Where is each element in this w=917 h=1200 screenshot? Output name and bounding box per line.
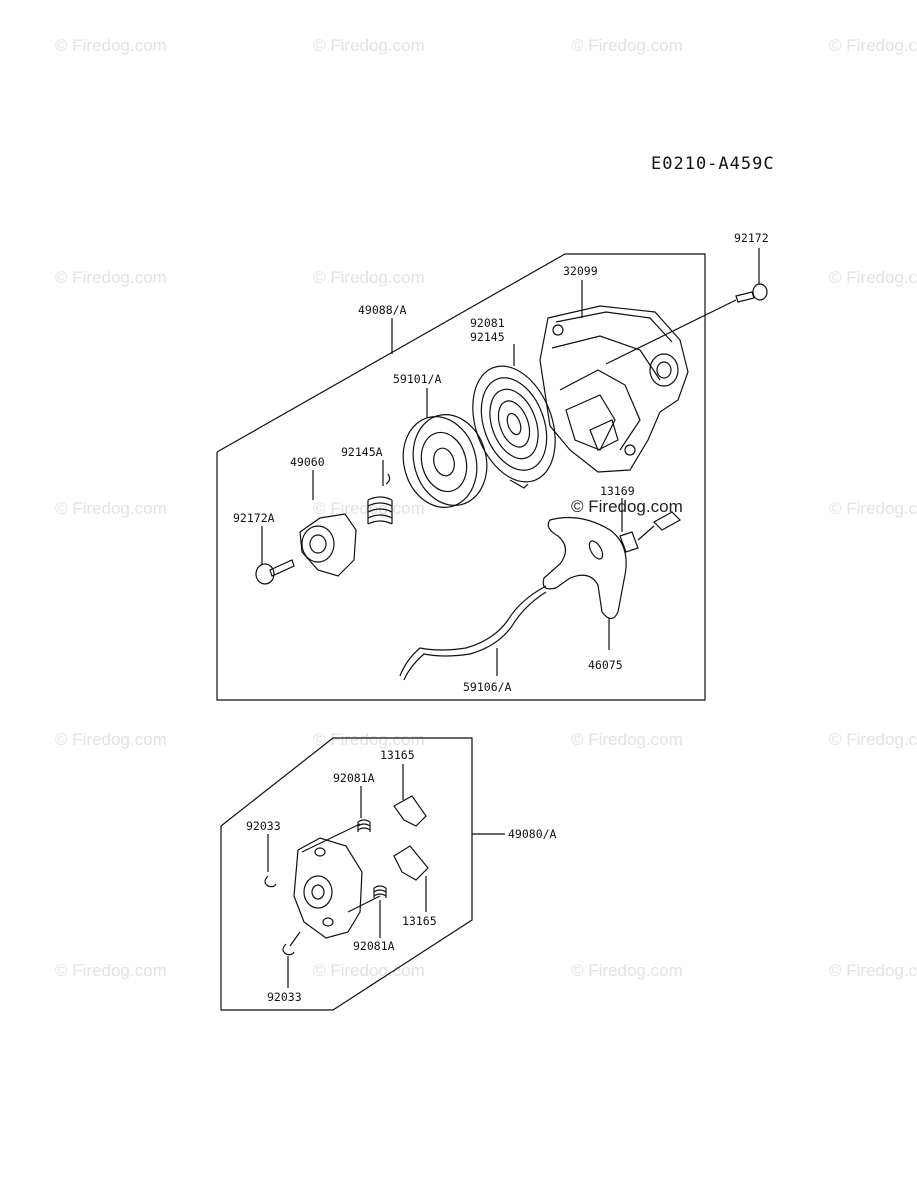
- label-59101a: 59101/A: [393, 372, 442, 386]
- watermark-text: © Firedog.com: [571, 730, 683, 749]
- pawl-13165-right: [393, 845, 429, 912]
- watermark-text: © Firedog.com: [55, 499, 167, 518]
- watermark-text: © Firedog.com: [55, 961, 167, 980]
- label-92081a-bottom: 92081A: [353, 939, 395, 953]
- watermark-text: © Firedog.com: [313, 730, 425, 749]
- label-92145a: 92145A: [341, 445, 383, 459]
- watermark-text: © Firedog.com: [55, 36, 167, 55]
- starter-handle: [542, 516, 627, 650]
- bolt-92172: [605, 248, 768, 365]
- label-49060: 49060: [290, 455, 325, 469]
- label-92033-left: 92033: [246, 819, 281, 833]
- clip-92033-bottom: [282, 943, 295, 988]
- upper-assembly-frame: [216, 253, 706, 701]
- diagram-code: E0210-A459C: [651, 154, 775, 174]
- watermark-text: © Firedog.com: [829, 730, 917, 749]
- watermark-text: © Firedog.com: [829, 499, 917, 518]
- label-13165-top: 13165: [380, 748, 415, 762]
- spring-92081a-bottom: [373, 885, 387, 938]
- watermark-text: © Firedog.com: [313, 499, 425, 518]
- label-92081a-top: 92081A: [333, 771, 375, 785]
- watermark-text: © Firedog.com: [829, 961, 917, 980]
- ratchet-pawl-49060: [299, 470, 357, 577]
- label-49080a: 49080/A: [508, 827, 557, 841]
- watermark-text: © Firedog.com: [829, 268, 917, 287]
- label-49088a: 49088/A: [358, 303, 407, 317]
- watermark-text: © Firedog.com: [55, 268, 167, 287]
- clip-92033-left: [264, 834, 277, 888]
- lower-assembly-frame: [220, 737, 473, 1011]
- starter-rope: [399, 585, 547, 681]
- rope-guide-13169: [619, 498, 681, 553]
- spring-92081a-top: [357, 786, 371, 832]
- pawl-13165-top: [393, 764, 427, 827]
- rewind-spring: [472, 344, 556, 489]
- label-92145: 92145: [470, 330, 505, 344]
- label-92081: 92081: [470, 316, 505, 330]
- label-13165-right: 13165: [402, 914, 437, 928]
- label-32099: 32099: [563, 264, 598, 278]
- label-92033-bottom: 92033: [267, 990, 302, 1004]
- pawl-carrier-49080: [289, 823, 381, 947]
- label-13169: 13169: [600, 484, 635, 498]
- rope-reel: [402, 388, 488, 508]
- label-92172a: 92172A: [233, 511, 275, 525]
- watermark-text: © Firedog.com: [313, 961, 425, 980]
- watermark-text: © Firedog.com: [571, 961, 683, 980]
- label-59106a: 59106/A: [463, 680, 512, 694]
- label-46075: 46075: [588, 658, 623, 672]
- watermark-text: © Firedog.com: [829, 36, 917, 55]
- watermark-text: © Firedog.com: [571, 36, 683, 55]
- watermark-text: © Firedog.com: [55, 730, 167, 749]
- coil-spring-92145a: [367, 460, 393, 525]
- watermark-text: © Firedog.com: [313, 268, 425, 287]
- label-92172: 92172: [734, 231, 769, 245]
- bolt-92172a: [255, 526, 295, 585]
- watermark-overlay: © Firedog.com: [571, 497, 683, 516]
- watermark-text: © Firedog.com: [313, 36, 425, 55]
- starter-housing: [539, 280, 689, 473]
